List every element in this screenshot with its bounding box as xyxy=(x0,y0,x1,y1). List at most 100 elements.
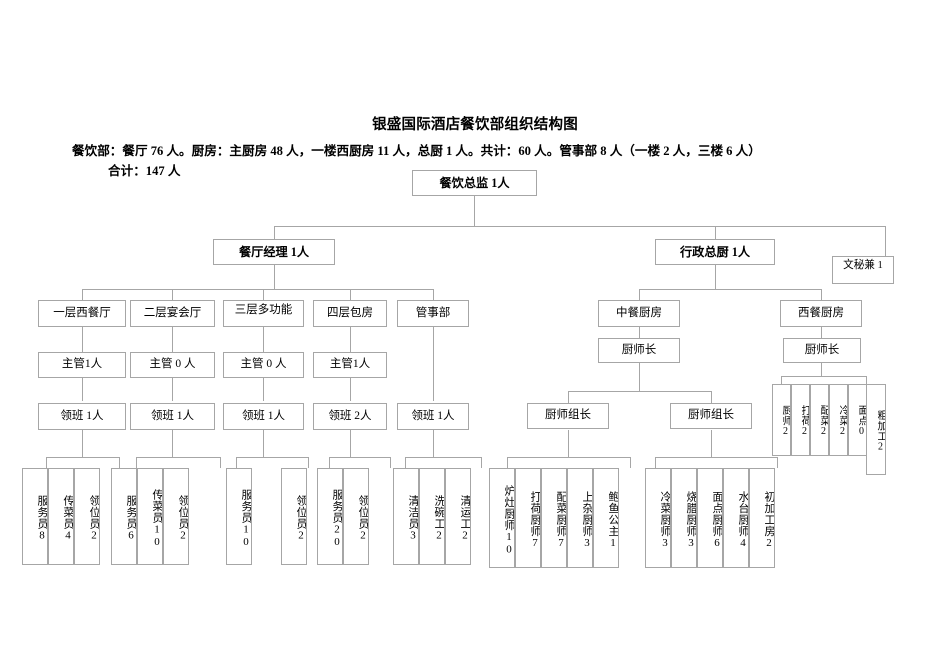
node-west-staff-6[interactable]: 粗加工2 xyxy=(866,384,886,475)
connector xyxy=(821,289,822,300)
connector xyxy=(781,376,782,384)
node-staff-g7-2[interactable]: 烧腊厨师3 xyxy=(671,468,697,568)
connector xyxy=(405,457,481,458)
node-restaurant-manager[interactable]: 餐厅经理 1人 xyxy=(213,239,335,265)
connector xyxy=(263,289,264,300)
node-supervisor-2[interactable]: 主管 0 人 xyxy=(130,352,215,378)
node-west-staff-5[interactable]: 面点0 xyxy=(848,384,867,456)
connector xyxy=(655,457,656,468)
connector xyxy=(220,457,221,468)
node-unit-stewarding[interactable]: 管事部 xyxy=(397,300,469,327)
node-west-staff-3[interactable]: 配菜2 xyxy=(810,384,829,456)
connector xyxy=(82,378,83,401)
connector xyxy=(639,327,640,338)
node-west-staff-1[interactable]: 厨师2 xyxy=(772,384,791,456)
connector xyxy=(263,378,264,401)
node-staff-g7-4[interactable]: 水台厨师4 xyxy=(723,468,749,568)
node-executive-chef[interactable]: 行政总厨 1人 xyxy=(655,239,775,265)
node-unit-floor4-private-room[interactable]: 四层包房 xyxy=(313,300,387,327)
connector xyxy=(82,289,433,290)
node-foreman-5[interactable]: 领班 1人 xyxy=(397,403,469,430)
node-west-staff-2[interactable]: 打荷2 xyxy=(791,384,810,456)
node-food-beverage-director[interactable]: 餐饮总监 1人 xyxy=(412,170,537,196)
connector xyxy=(350,289,351,300)
connector xyxy=(46,457,119,458)
node-chef-group-leader-2[interactable]: 厨师组长 xyxy=(670,403,752,429)
node-staff-g5-2[interactable]: 洗碗工2 xyxy=(419,468,445,565)
connector xyxy=(777,457,778,468)
node-head-chef-western[interactable]: 厨师长 xyxy=(783,338,861,363)
connector xyxy=(350,378,351,401)
node-foreman-2[interactable]: 领班 1人 xyxy=(130,403,215,430)
node-staff-g2-1[interactable]: 服务员6 xyxy=(111,468,137,565)
node-unit-floor1-western[interactable]: 一层西餐厅 xyxy=(38,300,126,327)
connector xyxy=(433,327,434,401)
connector xyxy=(119,457,120,468)
node-staff-g4-2[interactable]: 领位员2 xyxy=(343,468,369,565)
connector xyxy=(263,327,264,352)
node-unit-floor3-multifunction[interactable]: 三层多功能 xyxy=(223,300,304,327)
node-supervisor-1[interactable]: 主管1人 xyxy=(38,352,126,378)
node-staff-g6-5[interactable]: 鲍鱼公主1 xyxy=(593,468,619,568)
connector xyxy=(82,289,83,300)
node-unit-floor2-banquet[interactable]: 二层宴会厅 xyxy=(130,300,215,327)
node-staff-g3-1[interactable]: 服务员10 xyxy=(226,468,252,565)
connector xyxy=(711,391,712,403)
node-staff-g5-1[interactable]: 清洁员3 xyxy=(393,468,419,565)
connector xyxy=(568,391,711,392)
connector xyxy=(236,457,308,458)
connector xyxy=(630,457,631,468)
node-staff-g7-3[interactable]: 面点厨师6 xyxy=(697,468,723,568)
node-staff-g2-2[interactable]: 传菜员10 xyxy=(137,468,163,565)
connector xyxy=(568,430,569,457)
connector xyxy=(274,226,885,227)
node-staff-g7-1[interactable]: 冷菜厨师3 xyxy=(645,468,671,568)
connector xyxy=(711,430,712,457)
connector xyxy=(172,327,173,352)
connector xyxy=(82,430,83,457)
connector xyxy=(172,430,173,457)
connector xyxy=(172,378,173,401)
node-staff-g1-1[interactable]: 服务员8 xyxy=(22,468,48,565)
connector xyxy=(329,457,330,468)
node-head-chef-chinese[interactable]: 厨师长 xyxy=(598,338,680,363)
connector xyxy=(274,265,275,289)
node-western-kitchen[interactable]: 西餐厨房 xyxy=(780,300,862,327)
node-staff-g6-2[interactable]: 打荷厨师7 xyxy=(515,468,541,568)
node-staff-g5-3[interactable]: 清运工2 xyxy=(445,468,471,565)
connector xyxy=(781,376,866,377)
connector xyxy=(433,289,434,300)
connector xyxy=(639,289,640,300)
node-staff-g7-5[interactable]: 初加工房2 xyxy=(749,468,775,568)
node-staff-g6-1[interactable]: 炉灶厨师10 xyxy=(489,468,515,568)
connector xyxy=(433,430,434,457)
node-foreman-4[interactable]: 领班 2人 xyxy=(313,403,387,430)
node-chinese-kitchen[interactable]: 中餐厨房 xyxy=(598,300,680,327)
connector xyxy=(350,327,351,352)
connector xyxy=(350,430,351,457)
node-staff-g1-2[interactable]: 传菜员4 xyxy=(48,468,74,565)
node-staff-g2-3[interactable]: 领位员2 xyxy=(163,468,189,565)
node-chef-group-leader-1[interactable]: 厨师组长 xyxy=(527,403,609,429)
connector xyxy=(308,457,309,468)
node-west-staff-4[interactable]: 冷菜2 xyxy=(829,384,848,456)
connector xyxy=(405,457,406,468)
page-title: 银盛国际酒店餐饮部组织结构图 xyxy=(372,117,578,133)
node-supervisor-3[interactable]: 主管 0 人 xyxy=(223,352,304,378)
connector xyxy=(390,457,391,468)
node-staff-g1-3[interactable]: 领位员2 xyxy=(74,468,100,565)
node-foreman-1[interactable]: 领班 1人 xyxy=(38,403,126,430)
connector xyxy=(507,457,508,468)
connector xyxy=(568,391,569,403)
node-staff-g3-2[interactable]: 领位员2 xyxy=(281,468,307,565)
node-foreman-3[interactable]: 领班 1人 xyxy=(223,403,304,430)
connector xyxy=(821,327,822,338)
node-secretary[interactable]: 文秘兼 1 xyxy=(832,256,894,284)
node-supervisor-4[interactable]: 主管1人 xyxy=(313,352,387,378)
node-staff-g6-3[interactable]: 配菜厨师7 xyxy=(541,468,567,568)
node-staff-g4-1[interactable]: 服务员20 xyxy=(317,468,343,565)
connector xyxy=(715,265,716,289)
connector xyxy=(82,327,83,352)
connector xyxy=(136,457,137,468)
node-staff-g6-4[interactable]: 上杂厨师3 xyxy=(567,468,593,568)
